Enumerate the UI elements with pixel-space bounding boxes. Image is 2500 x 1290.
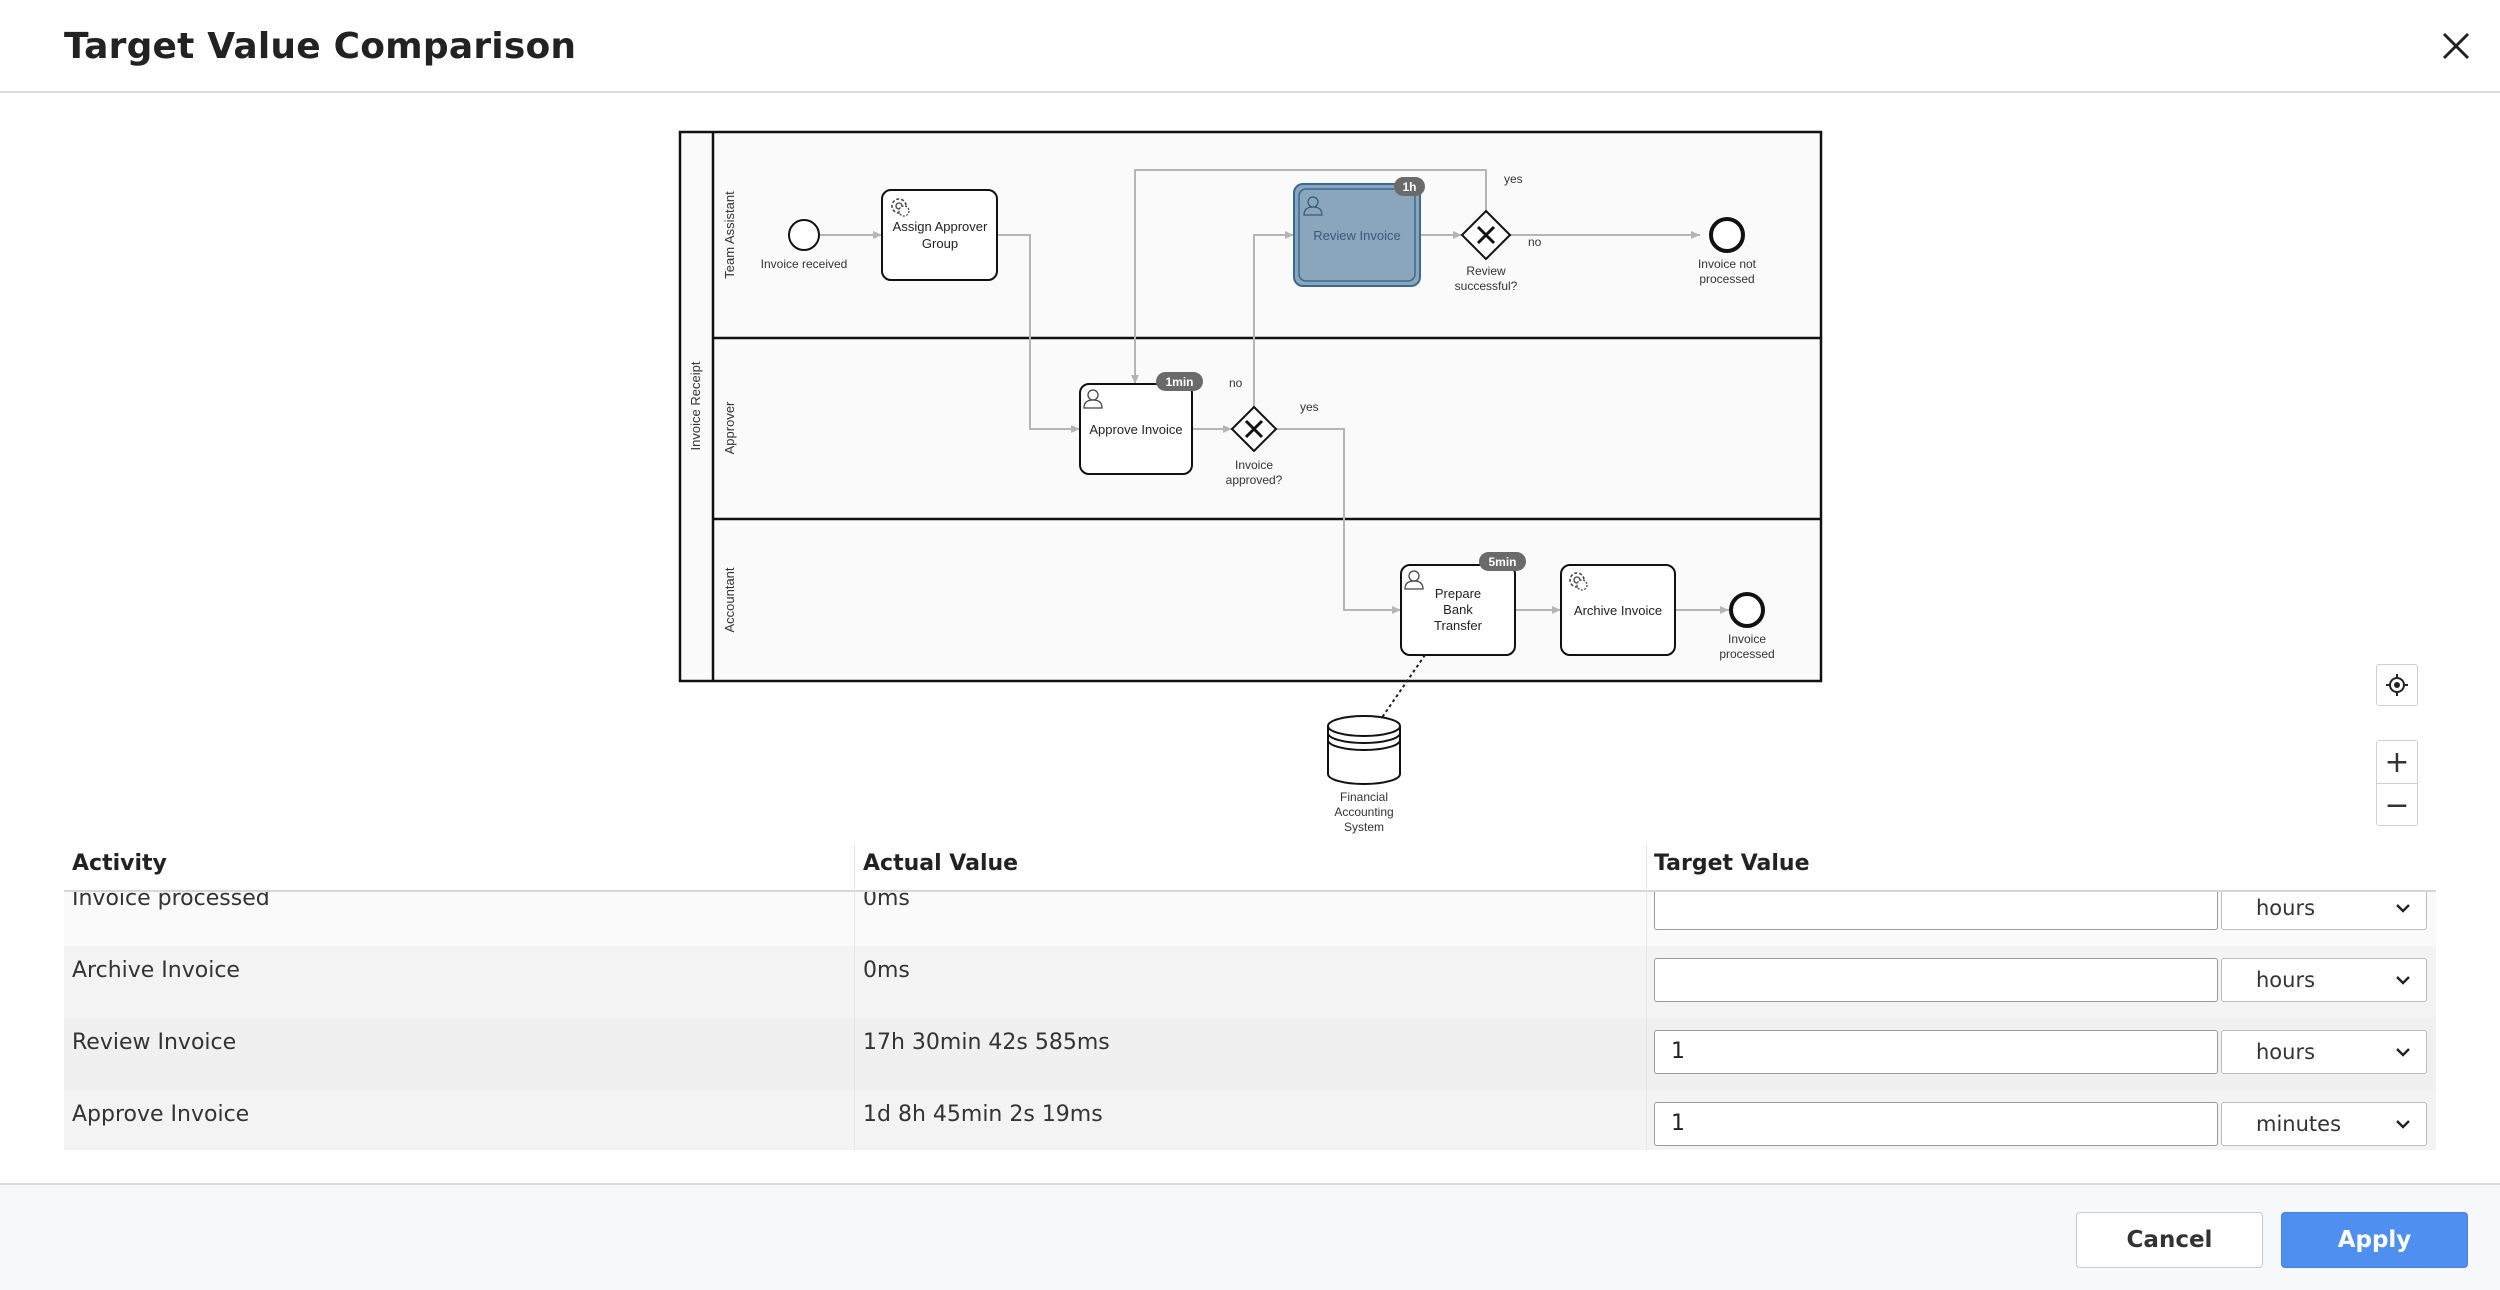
column-header-target-value: Target Value <box>1654 851 1810 876</box>
table-row: Review Invoice 17h 30min 42s 585ms 1 hou… <box>64 1018 2436 1090</box>
data-store[interactable]: Financial Accounting System <box>1327 715 1401 834</box>
gear-icon <box>891 198 910 217</box>
dialog-footer: Cancel Apply <box>0 1183 2500 1290</box>
column-header-actual-value: Actual Value <box>863 851 1019 876</box>
task-assign-approver-group[interactable]: Assign Approver Group <box>881 189 998 281</box>
table-header: Activity Actual Value Target Value <box>64 845 2436 892</box>
target-value-input[interactable]: 1 <box>1654 1102 2218 1146</box>
target-value-input[interactable] <box>1654 886 2218 930</box>
table-row: Approve Invoice 1d 8h 45min 2s 19ms 1 mi… <box>64 1090 2436 1150</box>
task-label: Archive Invoice <box>1574 603 1662 618</box>
dialog-title: Target Value Comparison <box>64 26 577 67</box>
unit-select-value: hours <box>2256 1040 2316 1064</box>
bpmn-diagram[interactable]: Invoice Receipt Team Assistant Approver … <box>0 92 2500 852</box>
chevron-down-icon <box>2396 976 2410 985</box>
flow-label-no: no <box>1528 235 1542 249</box>
apply-button[interactable]: Apply <box>2281 1212 2468 1268</box>
column-header-activity: Activity <box>72 851 167 876</box>
close-icon[interactable] <box>2432 22 2480 70</box>
duration-badge: 1min <box>1165 375 1193 389</box>
unit-select-value: hours <box>2256 968 2316 992</box>
target-value-input[interactable]: 1 <box>1654 1030 2218 1074</box>
data-store-label-line2: Accounting <box>1334 805 1393 819</box>
task-label: Review Invoice <box>1313 228 1400 243</box>
gateway-label-line1: Review <box>1466 264 1506 278</box>
end-event-label-line2: processed <box>1719 647 1774 661</box>
gateway-invoice-approved[interactable]: Invoice approved? <box>1226 405 1283 487</box>
user-icon <box>1083 389 1103 409</box>
task-label-line1: Prepare <box>1435 586 1481 601</box>
crosshair-icon <box>2386 674 2408 696</box>
start-event[interactable]: Invoice received <box>761 219 848 271</box>
gateway-label-line2: successful? <box>1455 279 1518 293</box>
lane-label-approver: Approver <box>722 401 737 454</box>
dialog-header: Target Value Comparison <box>0 0 2500 93</box>
chevron-down-icon <box>2396 1048 2410 1057</box>
task-archive-invoice[interactable]: Archive Invoice <box>1560 564 1676 656</box>
column-divider <box>1646 845 1647 1150</box>
lane-label-accountant: Accountant <box>722 567 737 632</box>
flow-label-yes: yes <box>1504 172 1523 186</box>
end-event-label-line2: processed <box>1699 272 1754 286</box>
cancel-button[interactable]: Cancel <box>2076 1212 2263 1268</box>
unit-select-value: hours <box>2256 896 2316 920</box>
lane-label-team-assistant: Team Assistant <box>722 191 737 279</box>
chevron-down-icon <box>2396 1120 2410 1129</box>
data-store-label-line1: Financial <box>1340 790 1388 804</box>
end-event-label-line1: Invoice not <box>1698 257 1757 271</box>
user-icon <box>1303 196 1323 216</box>
pool-label: Invoice Receipt <box>688 361 703 450</box>
activity-cell: Archive Invoice <box>72 958 240 983</box>
gateway-label-line1: Invoice <box>1235 458 1273 472</box>
task-label-line3: Transfer <box>1434 618 1483 633</box>
sequence-flows <box>819 169 1729 614</box>
actual-value-cell: 1d 8h 45min 2s 19ms <box>863 1102 1103 1127</box>
chevron-down-icon <box>2396 904 2410 913</box>
gear-icon <box>1569 572 1588 591</box>
activity-cell: Review Invoice <box>72 1030 237 1055</box>
unit-select[interactable]: hours <box>2221 958 2427 1002</box>
duration-badge: 1h <box>1402 180 1416 194</box>
unit-select[interactable]: minutes <box>2221 1102 2427 1146</box>
task-label: Approve Invoice <box>1089 422 1182 437</box>
unit-select[interactable]: hours <box>2221 1030 2427 1074</box>
task-label-line2: Bank <box>1443 602 1473 617</box>
unit-select-value: minutes <box>2256 1112 2342 1136</box>
task-label-line2: Group <box>922 236 958 251</box>
task-prepare-bank-transfer[interactable]: Prepare Bank Transfer 5min <box>1400 552 1526 656</box>
actual-value-cell: 17h 30min 42s 585ms <box>863 1030 1110 1055</box>
duration-badge: 5min <box>1488 555 1516 569</box>
target-value-input[interactable] <box>1654 958 2218 1002</box>
table-row: Archive Invoice 0ms hours <box>64 946 2436 1018</box>
flow-label-no: no <box>1229 376 1243 390</box>
zoom-out-button[interactable]: − <box>2377 783 2417 826</box>
start-event-label: Invoice received <box>761 257 848 271</box>
gateway-label-line2: approved? <box>1226 473 1283 487</box>
task-review-invoice[interactable]: Review Invoice 1h <box>1293 177 1425 287</box>
column-divider <box>854 845 855 1150</box>
activity-cell: Approve Invoice <box>72 1102 250 1127</box>
task-approve-invoice[interactable]: Approve Invoice 1min <box>1079 372 1203 475</box>
data-association <box>1380 654 1426 720</box>
data-store-label-line3: System <box>1344 820 1384 834</box>
target-value-table: Invoice processed 0ms hours Archive Invo… <box>64 845 2436 1150</box>
reset-view-button[interactable] <box>2376 664 2418 706</box>
end-event-not-processed[interactable]: Invoice not processed <box>1698 217 1757 286</box>
end-event-processed[interactable]: Invoice processed <box>1719 592 1775 661</box>
task-label-line1: Assign Approver <box>893 219 988 234</box>
gateway-review-successful[interactable]: Review successful? <box>1455 209 1518 293</box>
zoom-controls: + − <box>2376 740 2418 826</box>
actual-value-cell: 0ms <box>863 958 910 983</box>
end-event-label-line1: Invoice <box>1728 632 1766 646</box>
unit-select[interactable]: hours <box>2221 886 2427 930</box>
zoom-in-button[interactable]: + <box>2384 744 2410 780</box>
flow-label-yes: yes <box>1300 400 1319 414</box>
user-icon <box>1404 570 1424 590</box>
